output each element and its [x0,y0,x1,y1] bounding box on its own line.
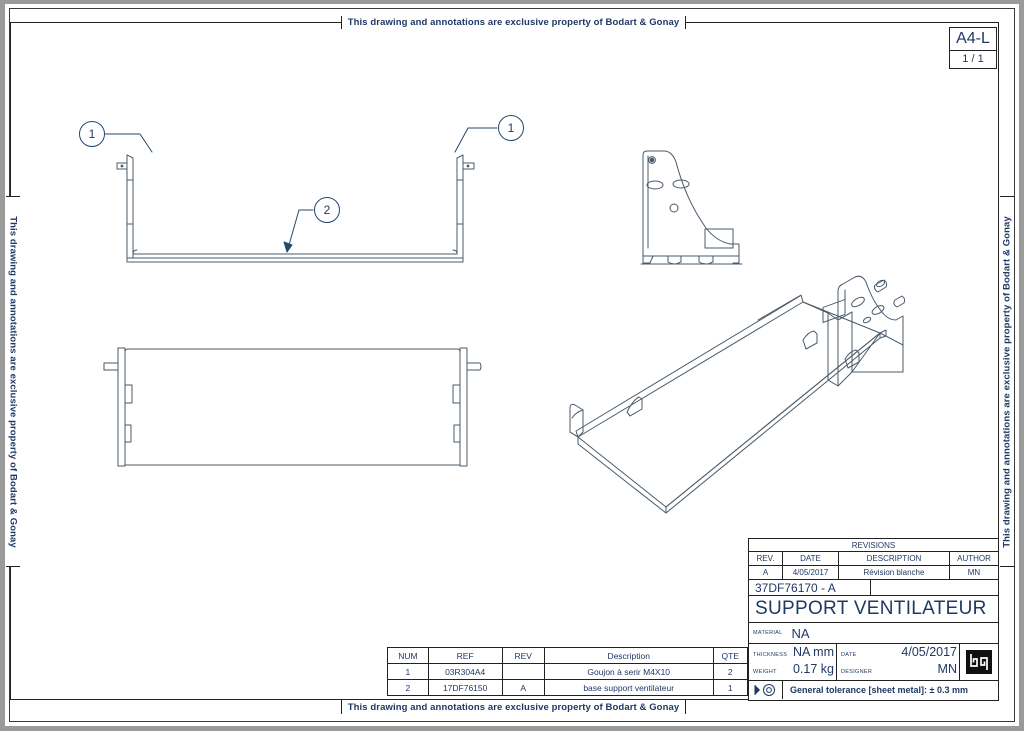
thickness-label: THICKNESS [753,652,788,658]
table-row: 2 17DF76150 A base support ventilateur 1 [387,679,749,696]
bom-cell-num: 2 [387,679,429,696]
material-value: NA [791,625,810,641]
weight-value: 0.17 kg [792,662,834,676]
balloon-callout-1[interactable]: 1 [498,115,524,141]
revision-date: 4/05/2017 [783,566,839,579]
balloon-callout-2[interactable]: 2 [314,197,340,223]
revision-rev: A [749,566,783,579]
bom-cell-num: 1 [387,663,429,680]
bom-cell-description: Goujon à serir M4X10 [543,663,714,680]
designer-label: DESIGNER [841,669,873,675]
part-number-row: 37DF76170 - A [749,580,998,596]
property-notice-text: This drawing and annotations are exclusi… [347,701,680,713]
revisions-header-description: DESCRIPTION [839,552,950,565]
bom-cell-rev [501,663,545,680]
property-notice-left: This drawing and annotations are exclusi… [6,196,20,567]
thickness-pair: THICKNESS NA mm [753,645,836,662]
bom-header-qte: QTE [712,647,749,664]
revisions-header-row: REV. DATE DESCRIPTION AUTHOR [749,552,998,566]
thickness-weight-group: THICKNESS NA mm WEIGHT 0.17 kg [749,644,837,680]
designer-value: MN [937,662,957,676]
weight-label: WEIGHT [753,669,777,675]
revision-description: Révision blanche [839,566,950,579]
thickness-value: NA mm [793,645,834,659]
property-notice-text: This drawing and annotations are exclusi… [7,215,19,548]
date-designer-group: DATE 4/05/2017 DESIGNER MN [837,644,960,680]
tolerance-row: General tolerance [sheet metal]: ± 0.3 m… [749,681,998,699]
bom-cell-ref: 03R304A4 [427,663,503,680]
material-row: MATERIAL NA [749,623,998,644]
property-notice-bottom: This drawing and annotations are exclusi… [341,700,686,714]
material-label: MATERIAL [753,630,783,636]
projection-symbol-icon [749,681,783,699]
designer-pair: DESIGNER MN [841,662,959,679]
properties-grid: THICKNESS NA mm WEIGHT 0.17 kg DATE 4/05… [749,644,998,681]
property-notice-text: This drawing and annotations are exclusi… [1001,215,1013,548]
date-pair: DATE 4/05/2017 [841,645,959,662]
table-header-row: NUM REF REV Description QTE [387,647,749,664]
title-block: REVISIONS REV. DATE DESCRIPTION AUTHOR A… [748,538,999,701]
weight-pair: WEIGHT 0.17 kg [753,662,836,679]
revisions-row: A 4/05/2017 Révision blanche MN [749,566,998,580]
drawing-title: SUPPORT VENTILATEUR [755,598,987,619]
sheet-format-label: A4-L [950,28,996,51]
date-value: 4/05/2017 [901,645,957,659]
revisions-header-rev: REV. [749,552,783,565]
revision-author: MN [967,568,981,577]
bom-header-ref: REF [427,647,503,664]
bom-cell-qte: 2 [712,663,749,680]
part-number: 37DF76170 - A [749,580,871,595]
company-logo-cell [960,644,998,680]
sheet-format-box: A4-L 1 / 1 [949,27,997,69]
table-row: 1 03R304A4 Goujon à serir M4X10 2 [387,663,749,680]
property-notice-top: This drawing and annotations are exclusi… [341,16,686,29]
general-tolerance-text: General tolerance [sheet metal]: ± 0.3 m… [790,685,969,695]
bom-header-num: NUM [387,647,429,664]
balloon-callout-1[interactable]: 1 [79,121,105,147]
property-notice-right: This drawing and annotations are exclusi… [1000,196,1014,567]
bill-of-materials-table: NUM REF REV Description QTE 1 03R304A4 G… [387,647,749,696]
bom-cell-rev: A [501,679,545,696]
revisions-header-author: AUTHOR [957,554,991,563]
property-notice-text: This drawing and annotations are exclusi… [347,17,680,28]
revisions-title: REVISIONS [749,539,998,552]
date-label: DATE [841,652,857,658]
bodart-gonay-logo-icon [966,650,992,674]
bom-header-rev: REV [501,647,545,664]
drawing-title-row: SUPPORT VENTILATEUR [749,596,998,623]
revisions-header-date: DATE [783,552,839,565]
sheet-page-label: 1 / 1 [962,53,984,66]
bom-header-description: Description [543,647,714,664]
bom-cell-description: base support ventilateur [543,679,714,696]
bom-cell-ref: 17DF76150 [427,679,503,696]
bom-cell-qte: 1 [712,679,749,696]
